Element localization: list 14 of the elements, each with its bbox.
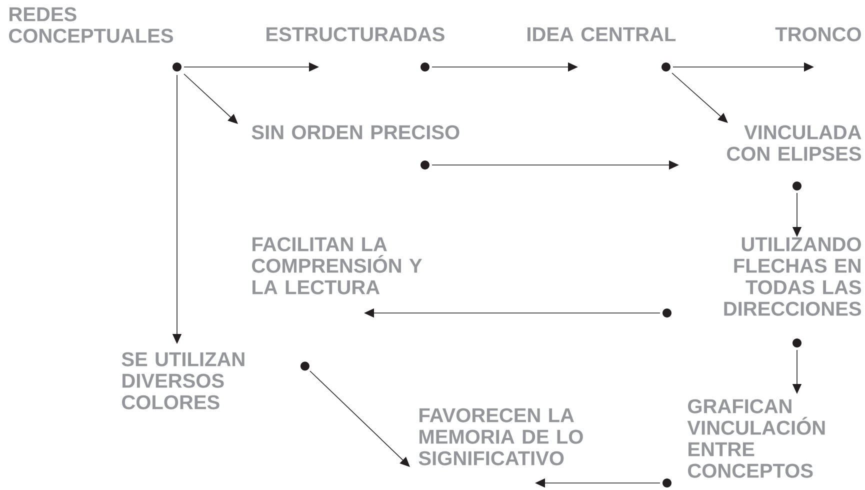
concept-label: REDES CONCEPTUALES <box>9 7 173 43</box>
concept-label: FAVORECEN LA MEMORIA DE LO SIGNIFICATIVO <box>418 408 583 466</box>
concept-label: FACILITAN LA COMPRENSIÓN Y LA LECTURA <box>252 237 422 294</box>
concept-label: SE UTILIZAN DIVERSOS COLORES <box>122 352 244 410</box>
concept-label: ESTRUCTURADAS <box>266 27 444 42</box>
concept-label: UTILIZANDO FLECHAS EN TODAS LAS DIRECCIONES <box>724 237 861 316</box>
arrow <box>184 74 238 124</box>
arrow <box>310 370 410 467</box>
concept-label: IDEA CENTRAL <box>528 27 676 42</box>
concept-label: GRAFICAN VINCULACIÓN ENTRE CONCEPTOS <box>687 399 825 478</box>
concept-label: TRONCO <box>775 27 861 42</box>
arrow <box>672 72 728 123</box>
concept-label: SIN ORDEN PRECISO <box>252 125 460 140</box>
concept-label: VINCULADA CON ELIPSES <box>727 125 862 161</box>
